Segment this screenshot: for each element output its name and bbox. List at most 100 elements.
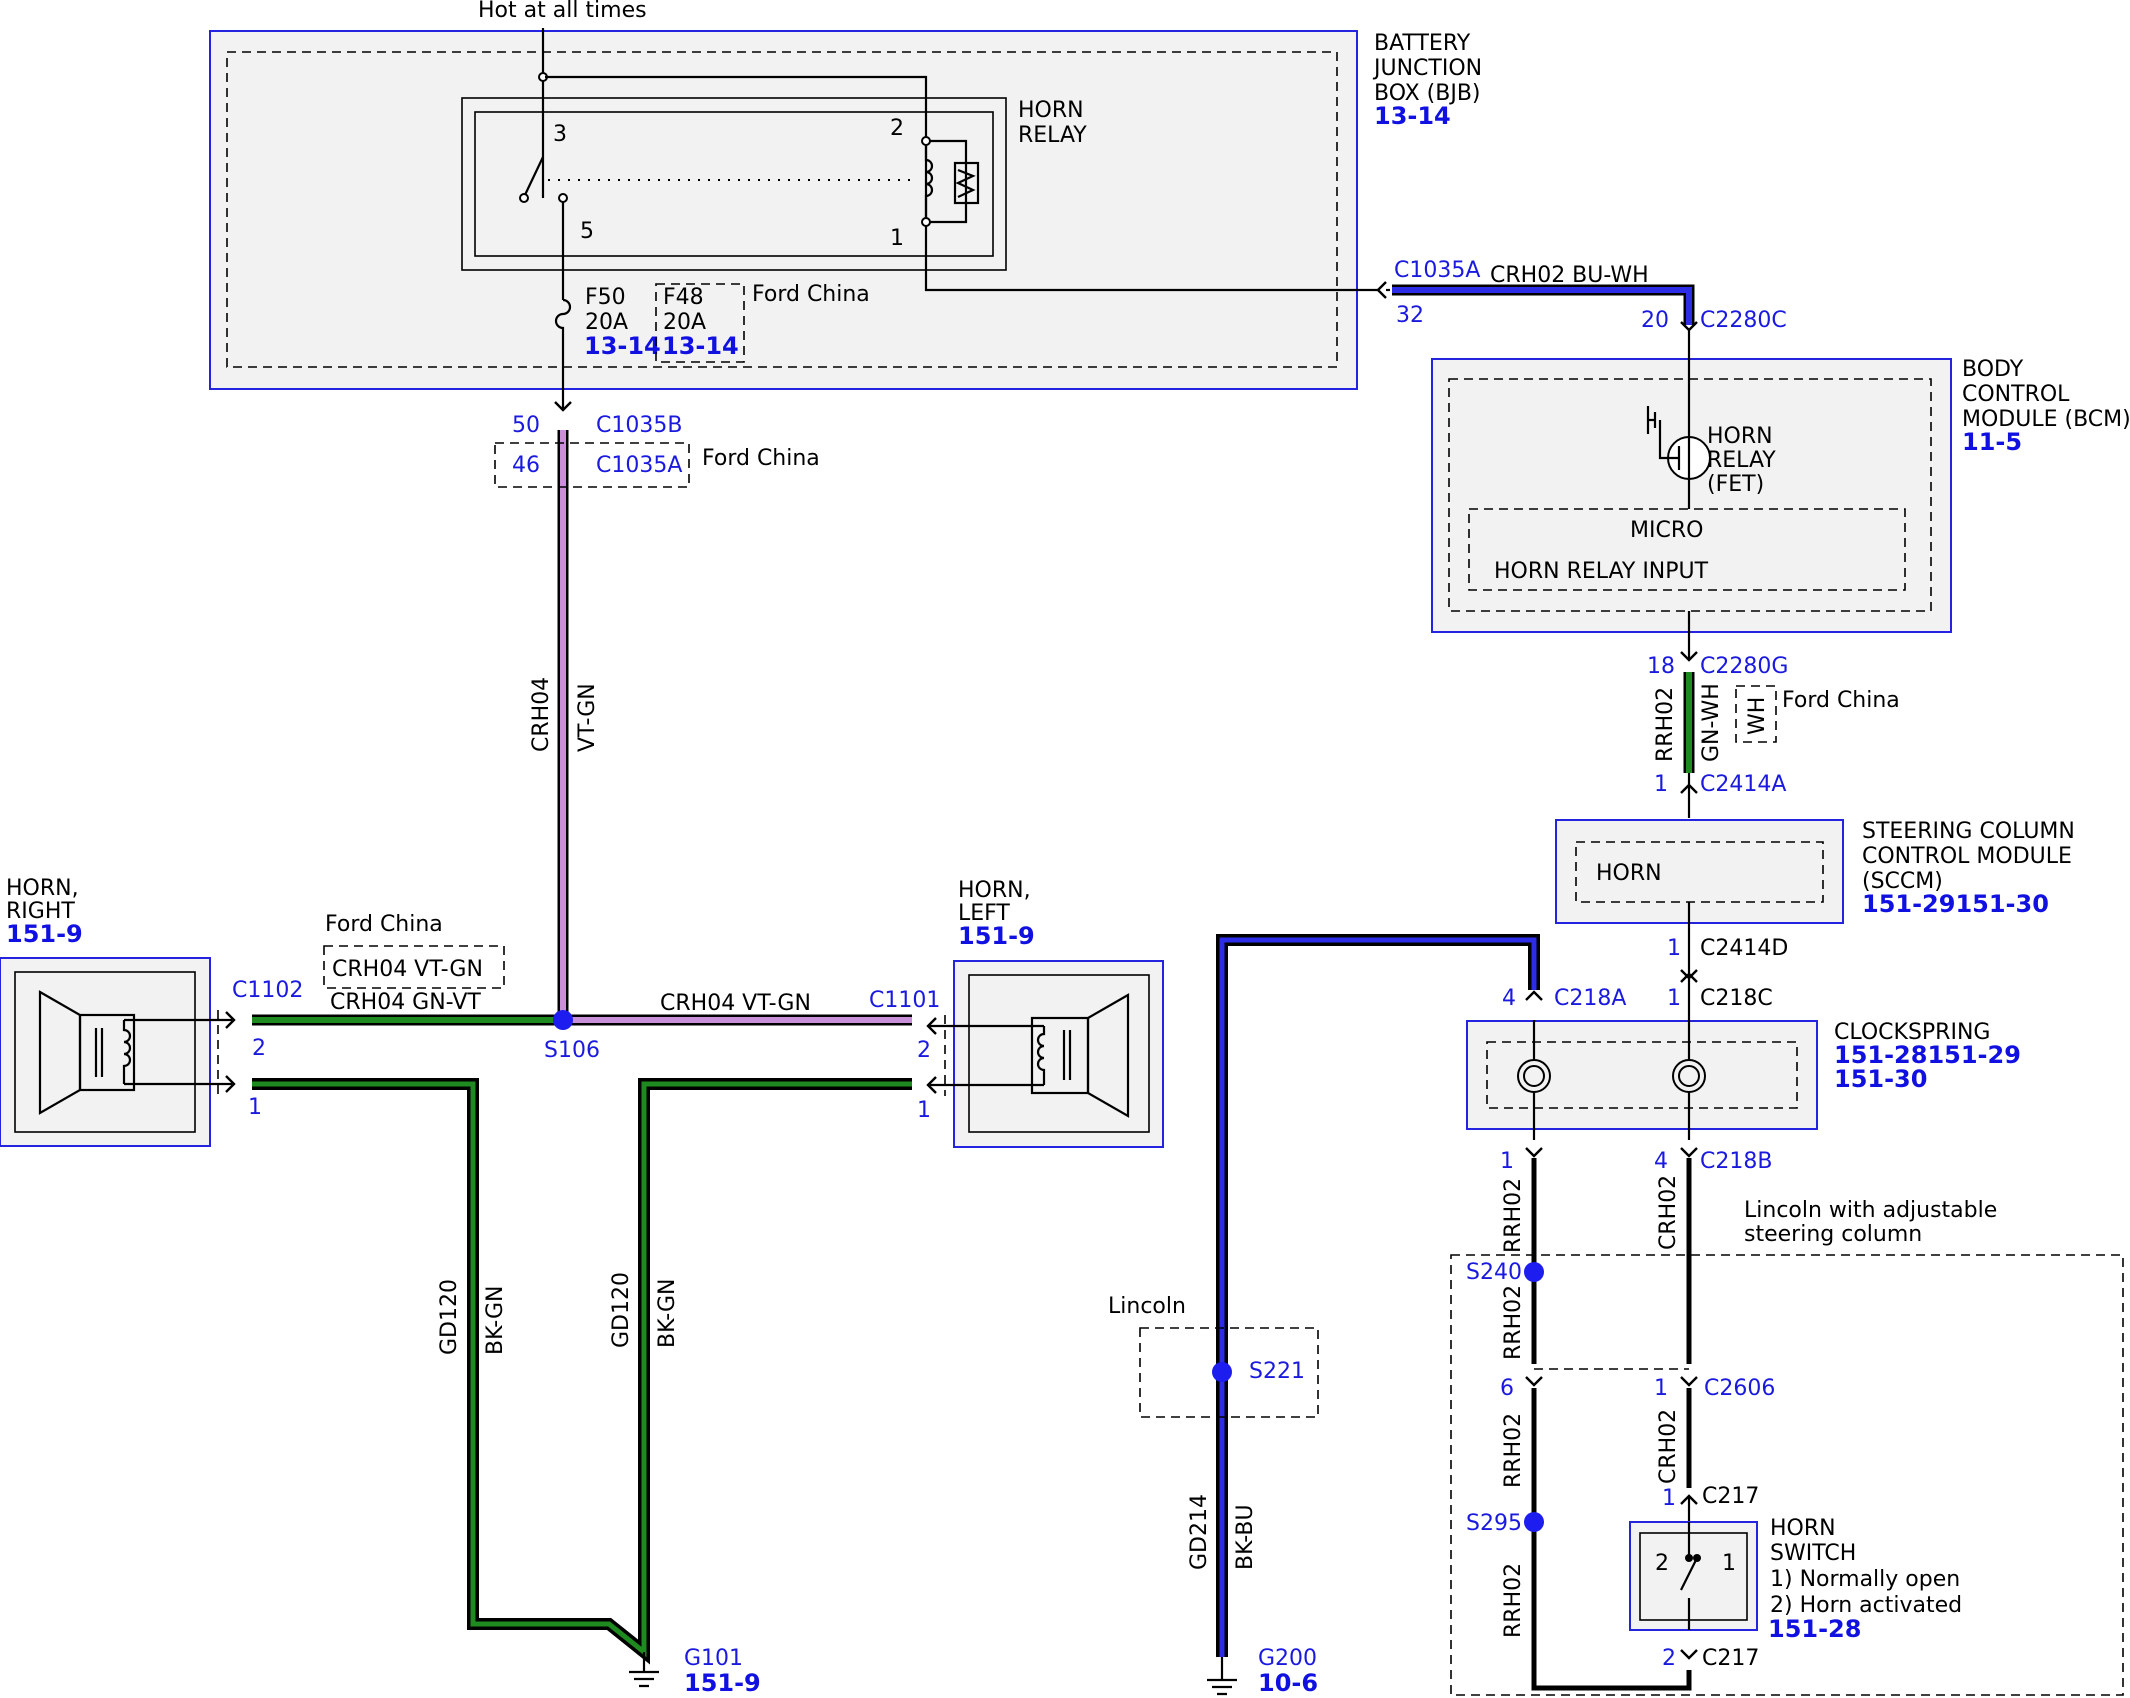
c1035a-pin-46: 46 <box>512 453 540 478</box>
relay-switch-arm <box>523 156 544 198</box>
bcm-fet-label-3: (FET) <box>1707 472 1764 497</box>
s106-splice <box>553 1010 573 1030</box>
crh04-ford-china-box <box>323 945 505 989</box>
horn-relay-label-1: HORN <box>1018 98 1084 123</box>
bcm-fet-label-2: RELAY <box>1707 448 1776 473</box>
c217-bottom-arrow <box>1680 1649 1698 1660</box>
fuse-f50-ref[interactable]: 13-14 <box>584 332 661 360</box>
c1102-label: C1102 <box>232 978 303 1003</box>
bjb-name-line3: BOX (BJB) <box>1374 81 1481 106</box>
c2606-pin-6: 6 <box>1500 1376 1514 1401</box>
bk-gn-right-label: BK-GN <box>483 1286 508 1355</box>
c218c-label: C218C <box>1700 986 1773 1011</box>
horn-left-name-2: LEFT <box>958 901 1010 926</box>
horn-switch-name-2: SWITCH <box>1770 1541 1856 1566</box>
c217-bottom-label: C217 <box>1702 1646 1759 1671</box>
horn-right-core <box>94 1028 104 1077</box>
horn-right-speaker-body <box>78 1013 136 1092</box>
sccm-name-line1: STEERING COLUMN <box>1862 819 2075 844</box>
fuse-f48-rating: 20A <box>663 310 706 335</box>
horn-right-ref[interactable]: 151-9 <box>6 920 83 948</box>
rrh02-left-label-3: RRH02 <box>1501 1413 1526 1488</box>
c218b-right-arrow <box>1680 1147 1698 1158</box>
s240-splice <box>1524 1262 1544 1282</box>
wh-ford-china-box <box>1735 685 1777 743</box>
horn-relay-inner <box>474 111 994 257</box>
fuse-ford-china-label: Ford China <box>752 282 870 307</box>
rrh02-left-label-4: RRH02 <box>1501 1563 1526 1638</box>
horn-right-outline <box>0 957 211 1147</box>
c2414d-arrow <box>1680 969 1698 980</box>
c2280g-arrow <box>1680 651 1698 662</box>
gd214-bk-bu-wire <box>1219 937 1537 1657</box>
c1101-label: C1101 <box>869 988 940 1013</box>
rrh02-left-lower <box>1531 1388 1692 1691</box>
gd120-right-label: GD120 <box>437 1279 462 1355</box>
c1035a-arrow <box>1377 281 1387 299</box>
c2414a-pin-1: 1 <box>1654 772 1668 797</box>
gd120-bk-gn-outline <box>252 1078 912 1665</box>
horn-switch-inner <box>1639 1532 1748 1621</box>
rrh02-left-label-2: RRH02 <box>1501 1285 1526 1360</box>
horn-left-inner <box>968 974 1150 1133</box>
bcm-name-line1: BODY <box>1962 357 2024 382</box>
c2414a-label: C2414A <box>1700 772 1786 797</box>
horn-relay-label-2: RELAY <box>1018 123 1087 148</box>
clockspring-ref-2[interactable]: 151-30 <box>1834 1065 1927 1093</box>
g101-label: G101 <box>684 1646 743 1671</box>
coil-resistor <box>953 161 980 205</box>
horn-switch-ref[interactable]: 151-28 <box>1768 1615 1861 1643</box>
gd214-vertical-label: GD214 <box>1187 1494 1212 1570</box>
bcm-name-line2: CONTROL <box>1962 382 2070 407</box>
s221-splice <box>1212 1362 1232 1382</box>
bcm-micro-label: MICRO <box>1630 518 1703 543</box>
relay-coil <box>924 145 934 218</box>
fuse-f48-ford-china-box <box>655 283 745 363</box>
horn-right-coil <box>122 1020 132 1084</box>
crh04-vt-gn-fc-label: CRH04 VT-GN <box>332 957 483 982</box>
crh02-bu-wh-wire <box>1392 287 1692 325</box>
c2606-left-arrow <box>1525 1376 1543 1387</box>
coil-resistor-zigzag <box>955 168 976 198</box>
lincoln-adj-box <box>1450 1254 2124 1696</box>
horn-right-name-2: RIGHT <box>6 899 75 924</box>
fuse-f48-ref[interactable]: 13-14 <box>662 332 739 360</box>
fuse-f48-label: F48 <box>663 285 704 310</box>
bk-gn-left-label: BK-GN <box>655 1279 680 1348</box>
c218b-pin-4: 4 <box>1654 1149 1668 1174</box>
battery-junction-box <box>209 30 1358 390</box>
c1035b-arrow <box>554 401 572 412</box>
sccm-name-line2: CONTROL MODULE <box>1862 844 2072 869</box>
c2414d-pin-1: 1 <box>1667 936 1681 961</box>
horn-switch-dot-2 <box>1693 1554 1701 1562</box>
bcm-name-line3: MODULE (BCM) <box>1962 407 2130 432</box>
clockspring-ref-1[interactable]: 151-28151-29 <box>1834 1041 2021 1069</box>
bjb-name-line2: JUNCTION <box>1372 56 1482 81</box>
horn-left-ref[interactable]: 151-9 <box>958 922 1035 950</box>
lincoln-adj-note-1: Lincoln with adjustable <box>1744 1198 1997 1223</box>
c2280c-label: C2280C <box>1700 308 1787 333</box>
sccm-ref[interactable]: 151-29151-30 <box>1862 890 2049 918</box>
horn-left-speaker-body <box>1030 1016 1090 1095</box>
horn-right-leads <box>124 1018 232 1086</box>
fuse-f50-label: F50 <box>585 285 626 310</box>
c2414d-label: C2414D <box>1700 936 1788 961</box>
c2606-label: C2606 <box>1704 1376 1775 1401</box>
relay-pin-3: 3 <box>553 122 567 147</box>
relay-pin-5: 5 <box>580 219 594 244</box>
g101-ref[interactable]: 151-9 <box>684 1669 761 1697</box>
bjb-name-line1: BATTERY <box>1374 31 1471 56</box>
horn-switch-pin-2: 2 <box>1655 1551 1669 1576</box>
c1102-pin-2: 2 <box>252 1036 266 1061</box>
c218c-arrow <box>1680 972 1698 983</box>
c218b-label: C218B <box>1700 1149 1772 1174</box>
g200-ref[interactable]: 10-6 <box>1258 1669 1318 1697</box>
c218c-pin-1: 1 <box>1667 986 1681 1011</box>
c218a-label: C218A <box>1554 986 1626 1011</box>
c2280c-pin-20: 20 <box>1641 308 1669 333</box>
crh04-vertical-label: CRH04 <box>529 677 554 752</box>
c1102-arrows <box>225 1011 236 1093</box>
bjb-ref[interactable]: 13-14 <box>1374 102 1451 130</box>
crh02-right-label-1: CRH02 <box>1656 1175 1681 1250</box>
bcm-ref[interactable]: 11-5 <box>1962 428 2022 456</box>
